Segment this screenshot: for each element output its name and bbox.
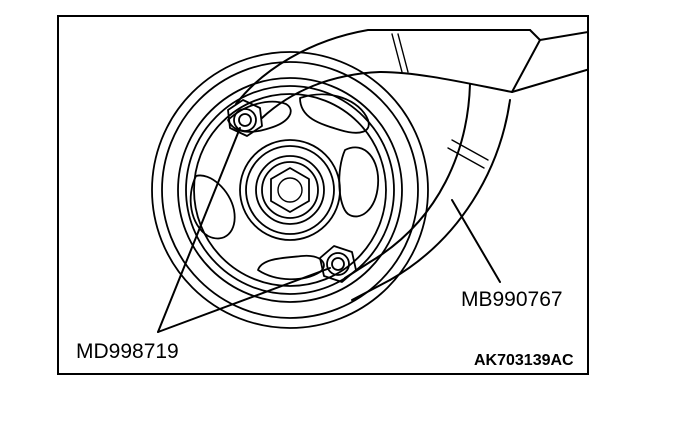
leader-lines — [157, 127, 501, 333]
holder-tool-mb990767 — [235, 29, 588, 301]
center-bolt — [239, 139, 341, 241]
label-holder-tool: MB990767 — [461, 288, 563, 311]
pin-lower — [319, 245, 357, 283]
crankshaft-pulley — [151, 51, 429, 329]
label-bolt-tool: MD998719 — [76, 340, 179, 363]
figure-frame — [57, 15, 589, 375]
figure-code: AK703139AC — [474, 352, 574, 369]
pin-upper — [227, 99, 263, 137]
